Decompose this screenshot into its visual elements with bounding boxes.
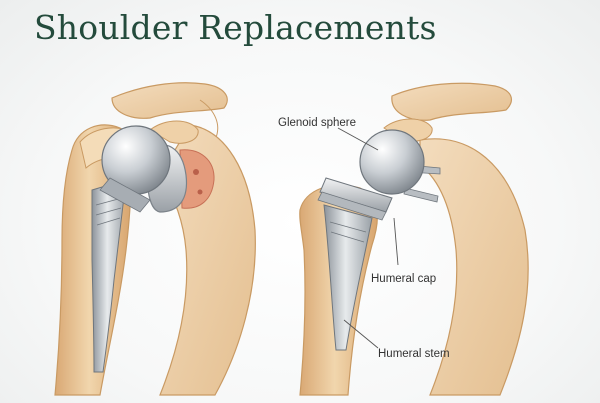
glenoid-sphere-leader bbox=[337, 127, 379, 151]
humeral-stem-leader bbox=[343, 319, 379, 349]
slide-title: Shoulder Replacements bbox=[34, 8, 437, 47]
right-shoulder-illustration bbox=[299, 82, 529, 396]
left-shoulder-illustration bbox=[54, 82, 256, 396]
humeral-cap-leader bbox=[393, 217, 399, 266]
label-humeral-stem: Humeral stem bbox=[378, 348, 450, 360]
label-glenoid-sphere: Glenoid sphere bbox=[278, 117, 356, 129]
label-humeral-cap: Humeral cap bbox=[371, 273, 436, 285]
